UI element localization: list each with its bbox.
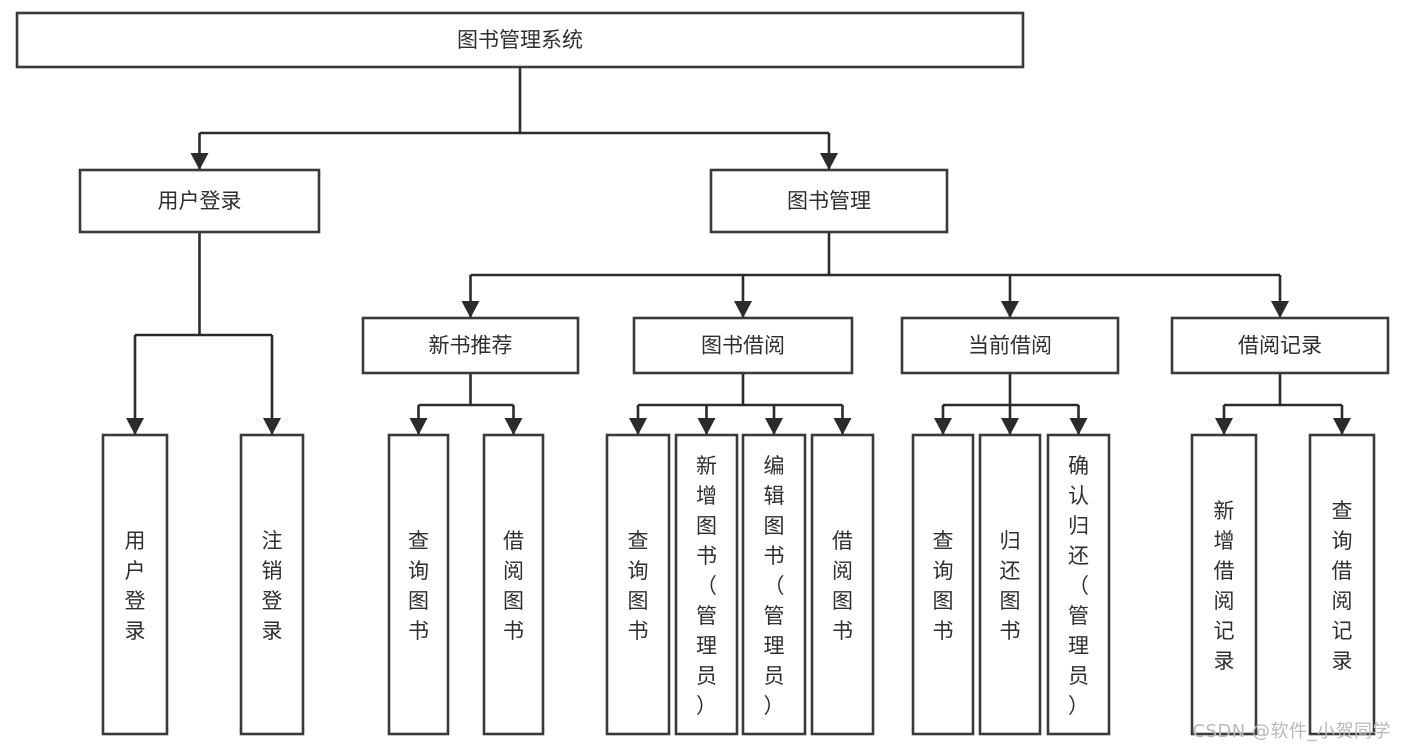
node-box-leaf-query-book-borrow	[605, 433, 671, 736]
arrow-head	[504, 418, 523, 435]
node-leaf-query-borrow-record[interactable]: 查询借阅记录	[1308, 433, 1376, 736]
node-label-book-borrow: 图书借阅	[701, 334, 785, 358]
node-label-leaf-add-book: 新增图书（管理员）	[696, 454, 717, 718]
node-box-leaf-query-book-current	[911, 433, 975, 736]
node-label-leaf-edit-book: 编辑图书（管理员）	[764, 454, 785, 718]
node-borrow-record[interactable]: 借阅记录	[1170, 316, 1390, 375]
arrow-head	[765, 418, 783, 435]
node-box-leaf-query-book-rec	[387, 433, 450, 736]
arrow-head	[461, 301, 480, 318]
node-book-borrow[interactable]: 图书借阅	[632, 316, 854, 375]
node-leaf-add-book[interactable]: 新增图书（管理员）	[674, 433, 739, 736]
node-box-new-book-recommend	[361, 316, 580, 375]
node-label-new-book-recommend: 新书推荐	[429, 334, 513, 358]
node-box-leaf-borrow-book	[810, 433, 875, 736]
node-label-user-login: 用户登录	[158, 189, 242, 213]
node-label-leaf-return-book: 归还图书	[1000, 529, 1021, 643]
node-label-leaf-add-borrow-record: 新增借阅记录	[1214, 499, 1235, 673]
node-label-leaf-logout: 注销登录	[262, 529, 283, 643]
arrow-head	[409, 418, 428, 435]
arrow-head	[1271, 301, 1289, 318]
node-leaf-logout[interactable]: 注销登录	[239, 433, 305, 736]
edge-root-split	[190, 67, 838, 170]
node-label-leaf-query-borrow-record: 查询借阅记录	[1332, 499, 1353, 673]
node-leaf-add-borrow-record[interactable]: 新增借阅记录	[1190, 433, 1258, 736]
node-new-book-recommend[interactable]: 新书推荐	[361, 316, 580, 375]
node-leaf-query-book-current[interactable]: 查询图书	[911, 433, 975, 736]
node-leaf-borrow-book-rec[interactable]: 借阅图书	[482, 433, 545, 736]
node-leaf-user-login[interactable]: 用户登录	[101, 433, 169, 736]
node-box-root	[15, 11, 1025, 69]
node-label-leaf-user-login: 用户登录	[125, 529, 146, 643]
node-leaf-borrow-book[interactable]: 借阅图书	[810, 433, 875, 736]
node-user-login[interactable]: 用户登录	[78, 168, 321, 234]
node-root[interactable]: 图书管理系统	[15, 11, 1025, 69]
node-box-leaf-confirm-return	[1046, 433, 1111, 736]
arrow-head	[1069, 418, 1088, 435]
node-box-current-borrow	[900, 316, 1120, 375]
arrow-head	[697, 418, 716, 435]
node-label-root: 图书管理系统	[457, 28, 583, 52]
node-leaf-return-book[interactable]: 归还图书	[978, 433, 1042, 736]
arrow-head	[190, 153, 209, 170]
node-box-leaf-return-book	[978, 433, 1042, 736]
node-box-user-login	[78, 168, 321, 234]
node-box-book-manage	[709, 168, 949, 234]
node-label-leaf-query-book-borrow: 查询图书	[628, 529, 649, 643]
node-box-book-borrow	[632, 316, 854, 375]
node-box-leaf-edit-book	[741, 433, 807, 736]
edge-bookborrow-split	[629, 373, 852, 435]
edge-newbook-split	[409, 373, 523, 435]
node-box-leaf-logout	[239, 433, 305, 736]
node-label-leaf-query-book-rec: 查询图书	[408, 529, 429, 643]
node-leaf-edit-book[interactable]: 编辑图书（管理员）	[741, 433, 807, 736]
node-label-leaf-borrow-book: 借阅图书	[832, 529, 853, 643]
arrow-head	[734, 301, 752, 318]
node-label-leaf-borrow-book-rec: 借阅图书	[503, 529, 524, 643]
arrow-head	[1215, 418, 1233, 435]
node-leaf-query-book-rec[interactable]: 查询图书	[387, 433, 450, 736]
arrow-head	[820, 153, 838, 170]
arrow-head	[1333, 418, 1351, 435]
node-box-leaf-add-borrow-record	[1190, 433, 1258, 736]
edges-layer	[126, 67, 1351, 435]
node-label-borrow-record: 借阅记录	[1238, 334, 1322, 358]
node-label-leaf-query-book-current: 查询图书	[933, 529, 954, 643]
node-leaf-query-book-borrow[interactable]: 查询图书	[605, 433, 671, 736]
edge-userlogin-split	[126, 232, 281, 435]
arrow-head	[1001, 301, 1019, 318]
edge-bookmanage-split	[461, 232, 1289, 318]
node-current-borrow[interactable]: 当前借阅	[900, 316, 1120, 375]
arrow-head	[629, 418, 647, 435]
node-book-manage[interactable]: 图书管理	[709, 168, 949, 234]
arrow-head	[934, 418, 952, 435]
arrow-head	[263, 418, 281, 435]
node-leaf-confirm-return[interactable]: 确认归还（管理员）	[1046, 433, 1111, 736]
node-box-leaf-add-book	[674, 433, 739, 736]
edge-currentborrow-split	[934, 373, 1088, 435]
nodes-layer: 图书管理系统用户登录图书管理新书推荐图书借阅当前借阅借阅记录用户登录注销登录查询…	[15, 11, 1390, 736]
arrow-head	[833, 418, 852, 435]
node-label-book-manage: 图书管理	[787, 189, 871, 213]
node-box-leaf-borrow-book-rec	[482, 433, 545, 736]
edge-borrowrecord-split	[1215, 373, 1351, 435]
arrow-head	[1001, 418, 1019, 435]
arrow-head	[126, 418, 144, 435]
node-box-leaf-query-borrow-record	[1308, 433, 1376, 736]
node-label-current-borrow: 当前借阅	[968, 334, 1052, 358]
node-box-borrow-record	[1170, 316, 1390, 375]
node-label-leaf-confirm-return: 确认归还（管理员）	[1068, 454, 1089, 718]
node-box-leaf-user-login	[101, 433, 169, 736]
